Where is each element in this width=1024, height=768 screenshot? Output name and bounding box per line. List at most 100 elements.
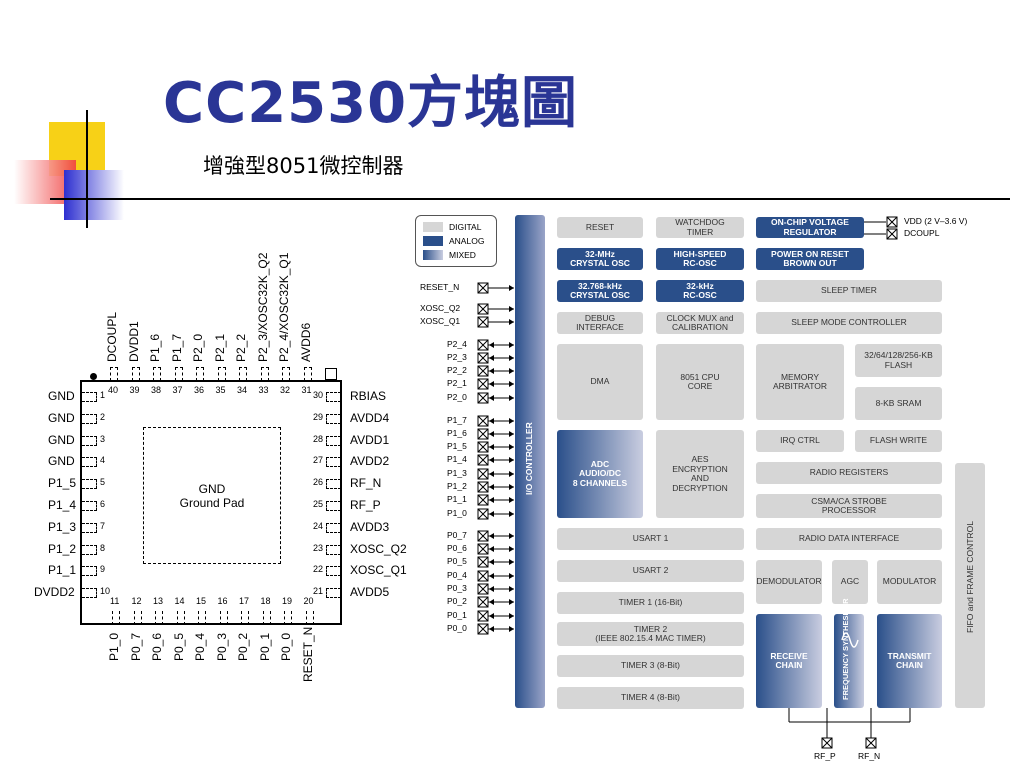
- ground-pad: [143, 427, 281, 564]
- signal-arrow: [509, 599, 514, 605]
- signal-arrow-back: [489, 626, 494, 632]
- pin-number: 21: [313, 586, 324, 597]
- pin-number: 10: [100, 586, 111, 597]
- pin-pad: [326, 457, 341, 468]
- pin-pad: [82, 566, 97, 577]
- pin-pad: [82, 413, 97, 424]
- pin-pad: [326, 566, 341, 577]
- signal-pad-x2: [477, 316, 489, 328]
- pin-pad: [82, 392, 97, 402]
- pin-label: RF_N: [350, 476, 382, 491]
- pin-pad: [326, 413, 341, 424]
- signal-label: P1_2: [447, 481, 467, 491]
- pin-label: AVDD1: [350, 432, 390, 447]
- pin-pad: [239, 367, 247, 381]
- pin-pad: [131, 367, 140, 381]
- agc-block: AGC: [832, 560, 868, 604]
- signal-arrow: [509, 573, 514, 579]
- signal-label: P2_3: [447, 352, 467, 362]
- page-subtitle: 增強型8051微控制器: [203, 154, 404, 178]
- flash-write-block: FLASH WRITE: [855, 430, 942, 452]
- signal-label: P0_1: [447, 610, 467, 620]
- signal-arrow: [509, 484, 514, 490]
- pin-number: 27: [313, 455, 324, 466]
- modulator-block: MODULATOR: [877, 560, 942, 604]
- signal-arrow: [509, 511, 514, 517]
- pin-label: GND: [48, 454, 75, 469]
- signal-arrow: [509, 471, 514, 477]
- sleep-timer-block: SLEEP TIMER: [756, 280, 942, 302]
- signal-label: RESET_N: [420, 282, 460, 292]
- signal-arrow-back: [489, 586, 494, 592]
- radio-registers-block: RADIO REGISTERS: [756, 462, 942, 484]
- signal-arrow: [509, 546, 514, 552]
- signal-arrow: [509, 444, 514, 450]
- signal-label: P2_2: [447, 365, 467, 375]
- pin-label: XOSC_Q1: [350, 563, 407, 578]
- pin-number: 6: [100, 499, 106, 509]
- pin-pad: [112, 611, 120, 625]
- pin-pad: [326, 479, 341, 490]
- pin-number: 31: [301, 385, 312, 395]
- signal-label: P0_0: [447, 623, 467, 633]
- pin-number: 18: [260, 596, 271, 606]
- signal-pad-x2: [477, 365, 489, 377]
- pin-label: GND: [48, 389, 75, 403]
- pin-number: 22: [313, 564, 324, 575]
- pin-pad: [82, 479, 97, 490]
- supply-label: VDD (2 V–3.6 V): [904, 216, 968, 226]
- pin-pad: [284, 611, 292, 625]
- debug-interface-block: DEBUG INTERFACE: [557, 312, 643, 334]
- signal-arrow: [509, 319, 514, 325]
- rf-label: RF_P: [814, 751, 836, 761]
- pin-pad: [326, 435, 341, 446]
- signal-arrow-back: [489, 559, 494, 565]
- signal-arrow: [509, 457, 514, 463]
- irq-ctrl-block: IRQ CTRL: [756, 430, 844, 452]
- pin-number: 19: [282, 596, 293, 606]
- decor-blue-square: [64, 170, 124, 220]
- signal-arrow: [509, 355, 514, 361]
- signal-arrow-back: [489, 342, 494, 348]
- pin-label: AVDD2: [350, 454, 390, 469]
- pin-label: AVDD5: [350, 585, 390, 600]
- io-controller-block: [515, 215, 545, 708]
- pin-number: 35: [215, 385, 226, 395]
- pin-label: RF_P: [350, 498, 381, 512]
- pin-label: P1_1: [48, 563, 77, 578]
- signal-label: P1_3: [447, 468, 467, 478]
- signal-arrow-back: [489, 381, 494, 387]
- signal-label: P1_7: [447, 415, 467, 425]
- signal-label: P1_1: [447, 494, 467, 504]
- pin-pad: [303, 367, 312, 381]
- pin-number: 24: [313, 520, 324, 531]
- memory-arbitrator-block: MEMORY ARBITRATOR: [756, 344, 844, 420]
- signal-arrow-back: [489, 431, 494, 437]
- pin-label: P1_3: [48, 519, 77, 534]
- pin-number: 14: [174, 596, 185, 606]
- signal-arrow-back: [489, 613, 494, 619]
- legend-mixed-swatch: [423, 250, 443, 260]
- rf-pad-x2: [865, 737, 877, 749]
- pin-number: 1: [100, 390, 106, 400]
- pin-number: 9: [100, 564, 106, 575]
- pin-number: 26: [313, 477, 324, 488]
- signal-arrow: [509, 497, 514, 503]
- pin-pad: [326, 522, 341, 533]
- pin-label: GND: [48, 432, 75, 447]
- pin-label: P1_2: [48, 541, 77, 556]
- signal-arrow-back: [489, 511, 494, 517]
- pin-number: 12: [131, 596, 142, 606]
- chip-body: [80, 380, 342, 625]
- legend: [415, 215, 497, 267]
- signal-pad-x2: [477, 468, 489, 480]
- frequency-synthesizer-block: [834, 614, 864, 708]
- sleep-mode-controller-block: SLEEP MODE CONTROLLER: [756, 312, 942, 334]
- pin-number: 17: [239, 596, 250, 606]
- pin-pad: [219, 611, 228, 625]
- signal-label: P2_4: [447, 339, 467, 349]
- csma-processor-block: CSMA/CA STROBE PROCESSOR: [756, 494, 942, 518]
- pin-label: P1_5: [48, 476, 77, 491]
- page-title: CC2530方塊圖: [163, 71, 579, 136]
